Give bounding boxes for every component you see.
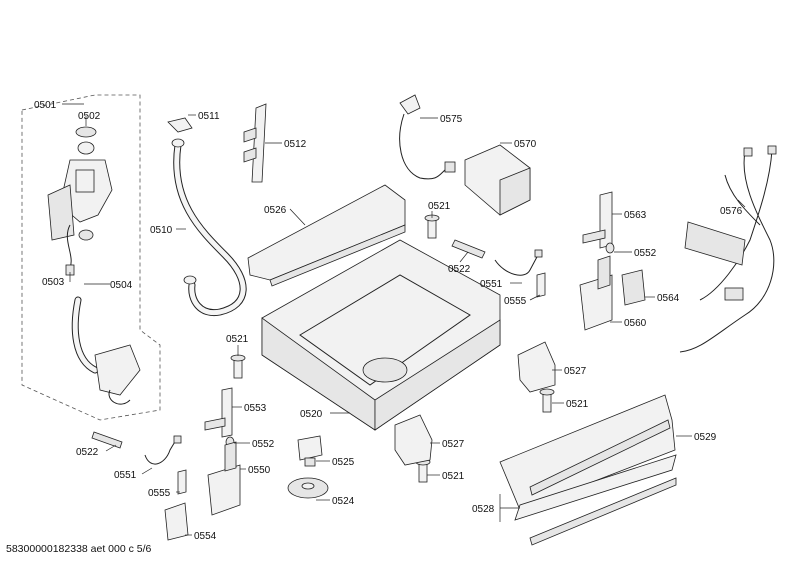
callout-0521-c: 0521: [566, 399, 589, 410]
callout-0527-b: 0527: [442, 439, 465, 450]
drain-hose-0504: [71, 296, 141, 405]
cable-harness-0576: [679, 145, 777, 353]
disc-0524: [287, 477, 329, 499]
callout-0552-a: 0552: [634, 248, 657, 259]
callout-0510: 0510: [150, 225, 173, 236]
valve-0525: [297, 435, 323, 467]
foot-0527-a: [517, 341, 556, 393]
sensor-0551-b: [144, 435, 182, 465]
element-0522-a: [451, 239, 486, 259]
callout-0564: 0564: [657, 293, 680, 304]
callout-0553: 0553: [244, 403, 267, 414]
bracket-0563: [582, 191, 613, 249]
callout-0512: 0512: [284, 139, 307, 150]
plinth-0529: [499, 394, 676, 511]
clip-0555-b: [177, 469, 187, 495]
sensor-0564: [621, 269, 646, 306]
callout-0576: 0576: [720, 206, 743, 217]
callout-0526: 0526: [264, 205, 287, 216]
callout-0522-a: 0522: [448, 264, 471, 275]
callout-0555-a: 0555: [504, 296, 527, 307]
foot-0527-b: [394, 414, 433, 466]
callout-0503: 0503: [42, 277, 65, 288]
base-frame-0520: [261, 239, 501, 431]
callout-0575: 0575: [440, 114, 463, 125]
callout-0504: 0504: [110, 280, 133, 291]
bracket-0553: [204, 387, 233, 438]
ring-0552-a: [605, 242, 615, 254]
switch-0560: [579, 255, 613, 331]
mains-cable-0575: [399, 94, 456, 180]
callout-0521-b: 0521: [226, 334, 249, 345]
assembly-0501-group-outline: [21, 94, 161, 421]
callout-0521-a: 0521: [428, 201, 451, 212]
screw-0521-b: [230, 354, 246, 379]
callout-0551-a: 0551: [480, 279, 503, 290]
hose-clip-0511: [167, 117, 193, 133]
callout-0563: 0563: [624, 210, 647, 221]
hose-0510: [171, 138, 247, 317]
callout-0520: 0520: [300, 409, 323, 420]
callout-0551-b: 0551: [114, 470, 137, 481]
document-footer-id: 58300000182338 aet 000 c 5/6: [6, 543, 152, 555]
callout-0529: 0529: [694, 432, 717, 443]
callout-0524: 0524: [332, 496, 355, 507]
callout-0511: 0511: [198, 111, 220, 122]
holder-0554: [164, 502, 189, 541]
plinth-0528: [514, 454, 677, 546]
element-0522-b: [91, 431, 123, 449]
callout-0525: 0525: [332, 457, 355, 468]
callout-0501: 0501: [34, 100, 57, 111]
callout-0528: 0528: [472, 504, 495, 515]
screw-0521-c: [539, 388, 555, 413]
callout-0521-d: 0521: [442, 471, 465, 482]
switch-0550: [207, 441, 241, 516]
callout-0554: 0554: [194, 531, 217, 542]
callout-0522-b: 0522: [76, 447, 99, 458]
bracket-0512: [243, 103, 267, 183]
screw-0521-a: [424, 214, 440, 239]
callout-0552-b: 0552: [252, 439, 275, 450]
sensor-0551-a: [494, 249, 543, 276]
callout-0555-b: 0555: [148, 488, 171, 499]
callout-0570: 0570: [514, 139, 537, 150]
callout-0560: 0560: [624, 318, 647, 329]
callout-0502: 0502: [78, 111, 101, 122]
callout-0527-a: 0527: [564, 366, 587, 377]
callout-0550: 0550: [248, 465, 271, 476]
water-inlet-valve-assembly: [47, 126, 113, 276]
clip-0555-a: [536, 272, 546, 298]
control-module-0570: [464, 144, 531, 216]
cover-0526: [247, 184, 406, 287]
